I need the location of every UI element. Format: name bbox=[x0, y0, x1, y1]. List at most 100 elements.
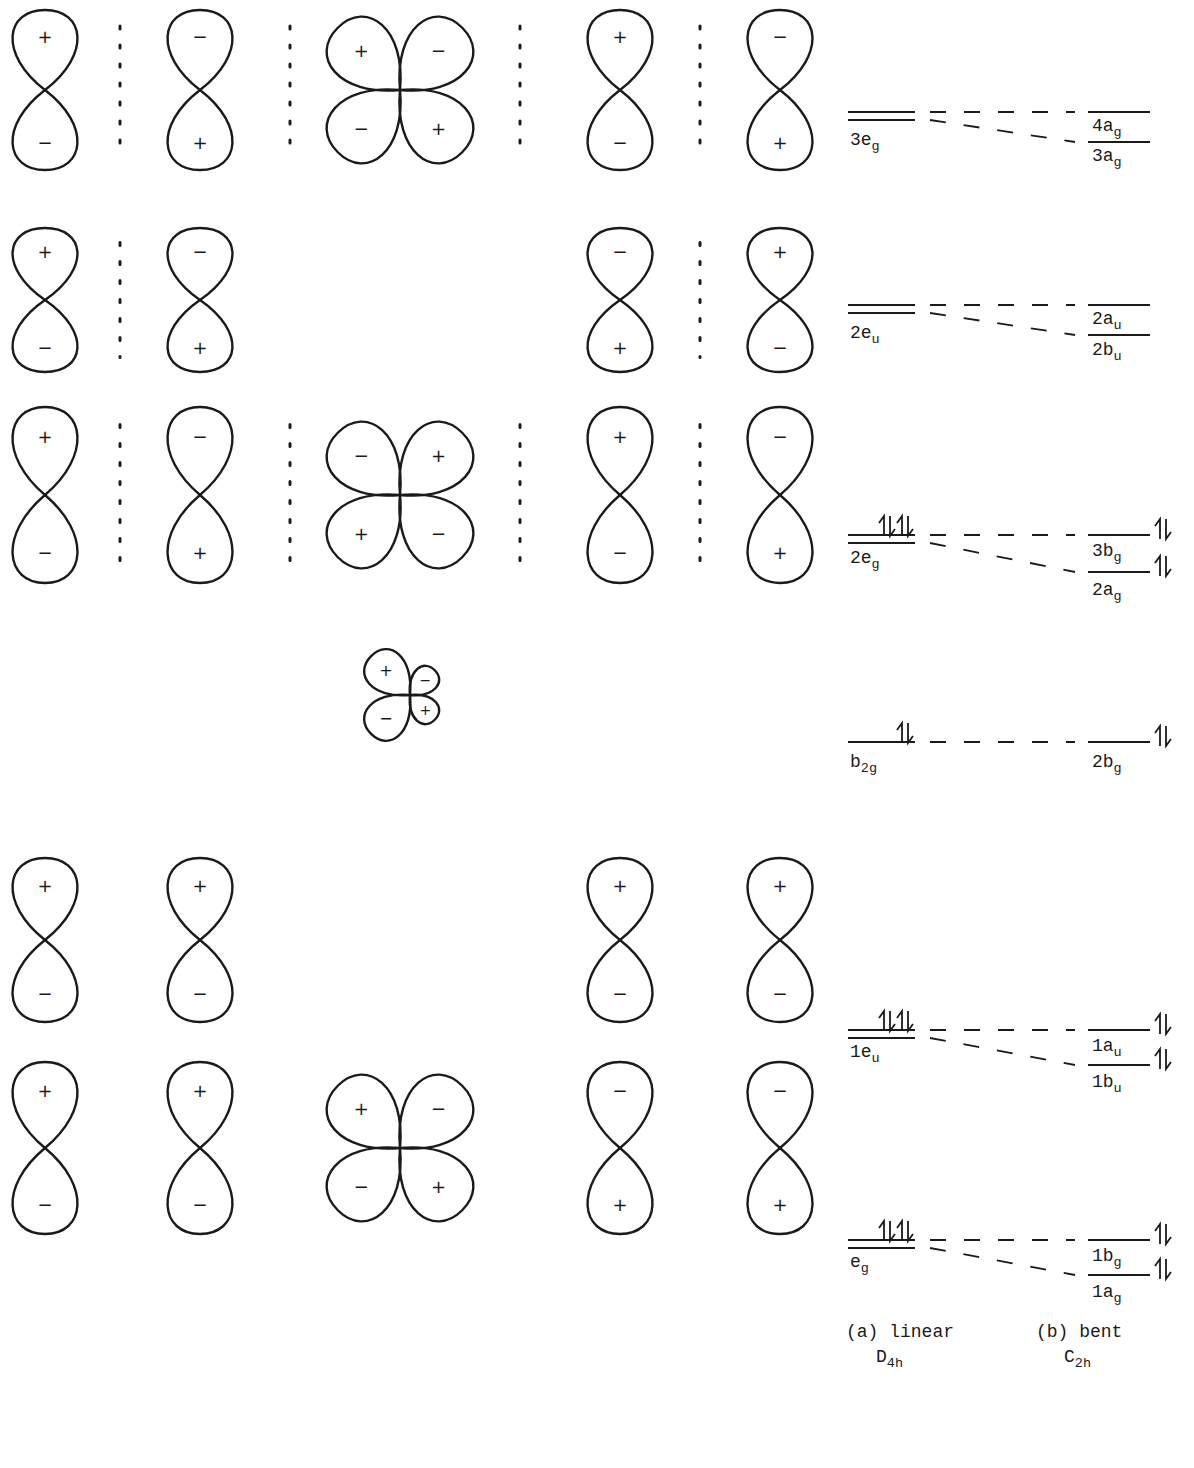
orbital-lobe bbox=[356, 680, 424, 748]
phase-sign: − bbox=[192, 27, 207, 47]
phase-sign: − bbox=[772, 338, 787, 358]
orbital-lobe bbox=[748, 940, 813, 1022]
dotted-overlap-line bbox=[119, 425, 122, 566]
orbital-lobe bbox=[168, 495, 233, 583]
correlation-line bbox=[930, 313, 1075, 335]
phase-sign: + bbox=[772, 242, 787, 262]
orbital-lobe bbox=[13, 858, 78, 940]
energy-level bbox=[848, 1247, 915, 1249]
geometry-caption: D4h bbox=[876, 1347, 903, 1374]
phase-sign: − bbox=[612, 543, 627, 563]
phase-sign: − bbox=[419, 670, 431, 690]
phase-sign: − bbox=[772, 984, 787, 1004]
orbital-lobe bbox=[588, 858, 653, 940]
phase-sign: + bbox=[192, 133, 207, 153]
orbital-lobe bbox=[376, 1062, 485, 1171]
symmetry-label: 1ag bbox=[1092, 1282, 1122, 1309]
phase-sign: + bbox=[37, 427, 52, 447]
electron-down bbox=[1166, 1014, 1171, 1034]
phase-sign: − bbox=[431, 1099, 446, 1119]
phase-sign: + bbox=[37, 1081, 52, 1101]
orbital-lobe bbox=[168, 90, 233, 170]
orbital-lobe bbox=[168, 1062, 233, 1148]
orbital-lobe bbox=[314, 66, 423, 175]
electron-up bbox=[1155, 519, 1160, 539]
orbital-lobe bbox=[588, 1148, 653, 1234]
phase-sign: + bbox=[354, 41, 369, 61]
orbital-lobe bbox=[13, 407, 78, 495]
symmetry-label: 1bg bbox=[1092, 1246, 1122, 1273]
phase-sign: + bbox=[354, 1099, 369, 1119]
energy-level bbox=[848, 312, 915, 314]
phase-sign: + bbox=[772, 543, 787, 563]
orbital-lobe bbox=[376, 409, 485, 518]
orbital-lobe bbox=[588, 10, 653, 90]
dotted-overlap-line bbox=[519, 26, 522, 154]
phase-sign: + bbox=[612, 338, 627, 358]
orbital-lobe bbox=[588, 495, 653, 583]
electron-down bbox=[908, 723, 913, 743]
energy-level bbox=[1088, 141, 1150, 143]
electron-up bbox=[879, 1221, 884, 1241]
correlation-line bbox=[930, 1239, 1075, 1241]
phase-sign: − bbox=[772, 27, 787, 47]
orbital-lobe bbox=[588, 300, 653, 372]
phase-sign: + bbox=[612, 876, 627, 896]
electron-up bbox=[1155, 1224, 1160, 1244]
electron-up bbox=[1155, 1259, 1160, 1279]
orbital-lobe bbox=[401, 686, 444, 729]
phase-sign: + bbox=[192, 1081, 207, 1101]
phase-sign: − bbox=[772, 1081, 787, 1101]
symmetry-label: 1bu bbox=[1092, 1072, 1122, 1099]
dotted-overlap-line bbox=[119, 26, 122, 154]
orbital-lobe bbox=[376, 66, 485, 175]
orbital-lobe bbox=[13, 10, 78, 90]
dotted-overlap-line bbox=[119, 242, 122, 357]
orbital-lobe bbox=[168, 300, 233, 372]
orbital-lobe bbox=[168, 1148, 233, 1234]
phase-sign: + bbox=[772, 1195, 787, 1215]
orbital-lobe bbox=[748, 1148, 813, 1234]
orbital-lobe bbox=[314, 409, 423, 518]
orbital-lobe bbox=[588, 228, 653, 300]
orbital-lobe bbox=[168, 940, 233, 1022]
dotted-overlap-line bbox=[699, 26, 702, 154]
phase-sign: − bbox=[37, 1195, 52, 1215]
orbital-lobe bbox=[314, 1062, 423, 1171]
energy-level bbox=[848, 534, 915, 536]
symmetry-label: 2bu bbox=[1092, 340, 1122, 367]
symmetry-label: 3bg bbox=[1092, 541, 1122, 568]
phase-sign: − bbox=[612, 1081, 627, 1101]
orbital-lobe bbox=[13, 1062, 78, 1148]
phase-sign: + bbox=[379, 661, 392, 681]
phase-sign: + bbox=[419, 700, 431, 720]
orbital-lobe bbox=[13, 300, 78, 372]
electron-up bbox=[879, 516, 884, 536]
phase-sign: − bbox=[612, 242, 627, 262]
phase-sign: + bbox=[431, 1177, 446, 1197]
orbital-lobe bbox=[314, 1124, 423, 1233]
orbital-lobe bbox=[314, 471, 423, 580]
phase-sign: − bbox=[192, 1195, 207, 1215]
orbital-lobe bbox=[356, 641, 424, 709]
orbital-lobe bbox=[748, 407, 813, 495]
electron-down bbox=[890, 1221, 895, 1241]
electron-up bbox=[897, 723, 902, 743]
phase-sign: + bbox=[37, 242, 52, 262]
electron-up bbox=[879, 1011, 884, 1031]
orbital-lobe bbox=[748, 300, 813, 372]
phase-sign: − bbox=[37, 338, 52, 358]
orbital-lobe bbox=[588, 407, 653, 495]
phase-sign: + bbox=[612, 1195, 627, 1215]
correlation-line bbox=[930, 1029, 1075, 1031]
electron-down bbox=[1166, 556, 1171, 576]
electron-down bbox=[1166, 1224, 1171, 1244]
symmetry-label: eg bbox=[850, 1252, 869, 1279]
phase-sign: − bbox=[772, 427, 787, 447]
phase-sign: − bbox=[431, 524, 446, 544]
electron-down bbox=[890, 1011, 895, 1031]
phase-sign: − bbox=[192, 242, 207, 262]
orbital-lobe bbox=[748, 495, 813, 583]
energy-level bbox=[848, 1029, 915, 1031]
orbital-lobe bbox=[588, 90, 653, 170]
